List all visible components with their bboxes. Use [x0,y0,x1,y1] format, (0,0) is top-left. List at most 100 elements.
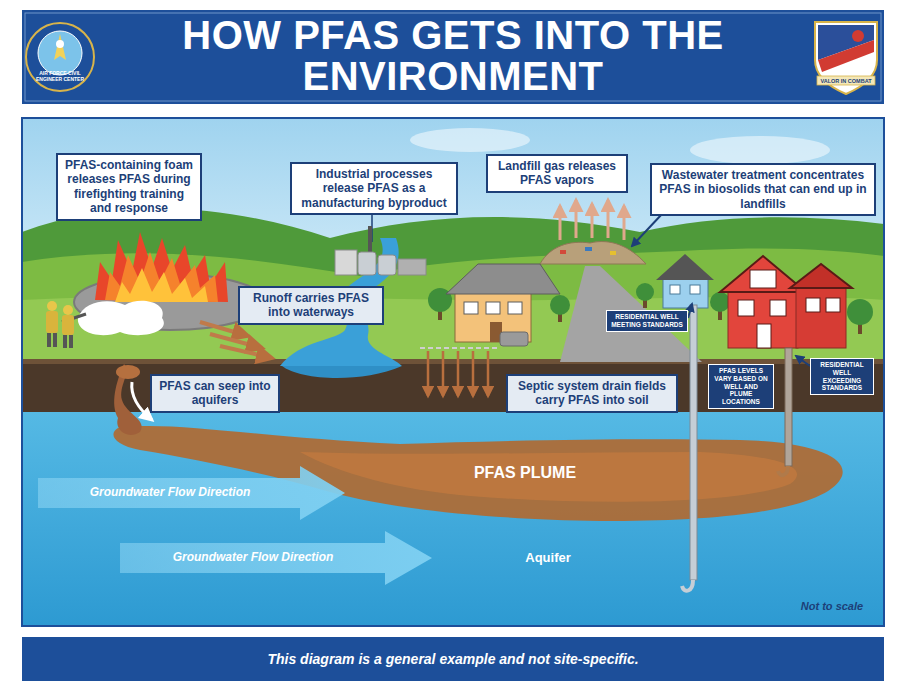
firefighter [63,305,73,315]
callout-text: Septic system drain fields carry PFAS in… [514,379,670,408]
vapor-arrow [607,200,610,238]
cloud [410,128,530,152]
window [770,300,786,316]
emblem-shield [815,22,877,94]
house [663,278,708,308]
emblem-ribbon [817,76,875,85]
emblem-ring [26,23,94,91]
leach-arrow [427,351,430,396]
seepage [114,364,142,435]
scale-note: Not to scale [784,600,880,613]
callout-box: Industrial processes release PFAS as a m… [290,162,458,215]
well-intake [682,580,693,591]
caption-band [22,637,884,681]
pointer-arrow [688,304,692,318]
note-tag: PFAS LEVELS VARY BASED ON WELL AND PLUME… [708,364,774,409]
callout-text: PFAS can seep into aquifers [158,379,272,408]
emblem-text: VALOR IN COMBAT [817,78,875,84]
flow-label: Groundwater Flow Direction [40,486,300,500]
leach-arrow [472,351,475,396]
septic-tank [500,332,528,346]
runoff-arrow [220,346,272,358]
tree [710,292,730,312]
header-band [22,10,884,104]
house-wing [796,286,846,348]
window [486,302,500,314]
firefighter [69,335,73,348]
roof [790,264,852,288]
window [826,298,840,312]
vapor-arrow [559,206,562,240]
firefighter [46,311,58,333]
callout-text: Runoff carries PFAS into waterways [246,291,376,320]
emblem-stripe [818,40,874,72]
page-caption: This diagram is a general example and no… [22,637,884,681]
emblem-symbol [852,30,864,42]
firefighter [63,335,67,348]
callout-box: Runoff carries PFAS into waterways [238,286,384,325]
sky [22,118,884,368]
seep-arrow [132,382,152,420]
leach-arrow [457,351,460,396]
callout-text: Landfill gas releases PFAS vapors [494,159,620,188]
vapor-arrow [623,206,626,240]
flow-arrow [38,466,345,520]
callout-box: Landfill gas releases PFAS vapors [486,154,628,193]
landfill-debris [560,250,566,254]
door [757,324,771,348]
emblem-text: AIR FORCE CIVIL ENGINEER CENTER [32,71,88,83]
drain-field [420,347,500,349]
emblem-symbol [56,40,64,48]
vapor-arrow [591,204,594,238]
callout-text: PFAS-containing foam releases PFAS durin… [64,158,194,216]
storage-tank [378,255,396,275]
flow-label: Groundwater Flow Direction [122,551,384,565]
well-status-tag: RESIDENTIAL WELL MEETING STANDARDS [606,310,688,332]
window [464,302,478,314]
page-title: HOW PFAS GETS INTO THE ENVIRONMENT [163,15,743,97]
firefighter [53,333,57,347]
tree [550,295,570,315]
window [690,285,700,294]
runoff-arrow [210,334,262,348]
window [738,300,754,316]
landfill-debris [585,247,592,251]
callout-text: Industrial processes release PFAS as a m… [298,167,450,210]
callout-box: PFAS can seep into aquifers [150,374,280,413]
aquifer [22,412,884,626]
emblem-disc [38,31,82,75]
vapor-arrow [575,200,578,238]
aquifer-label: Aquifer [498,551,598,566]
tree [847,299,873,325]
well-pipe [690,305,697,580]
factory-building [335,250,357,275]
firefighter [62,315,74,335]
flames [105,252,218,302]
flow-arrow [120,531,432,585]
storage-tank [358,252,376,275]
house [728,290,798,348]
leach-arrow [487,351,490,396]
roof [446,264,560,294]
pointer-arrow [796,356,810,366]
window [750,270,776,288]
back-hill [22,208,884,365]
callout-box: PFAS-containing foam releases PFAS durin… [56,153,202,221]
well-status-tag: RESIDENTIAL WELL EXCEEDING STANDARDS [810,358,874,395]
plume-core [300,452,797,502]
landfill-debris [610,251,616,255]
river-pool [282,366,402,378]
callout-text: PFAS LEVELS VARY BASED ON WELL AND PLUME… [712,367,770,406]
well-pipe [785,348,792,466]
foam [78,301,164,335]
leach-arrow [442,351,445,396]
scene-frame [22,118,884,626]
well-intake [778,466,788,475]
landfill [540,242,646,264]
emblem-symbol [54,34,66,60]
firefighter [47,333,51,347]
callout-text: RESIDENTIAL WELL EXCEEDING STANDARDS [814,361,870,392]
window [806,298,820,312]
seepage [116,365,140,379]
flames [95,232,228,302]
